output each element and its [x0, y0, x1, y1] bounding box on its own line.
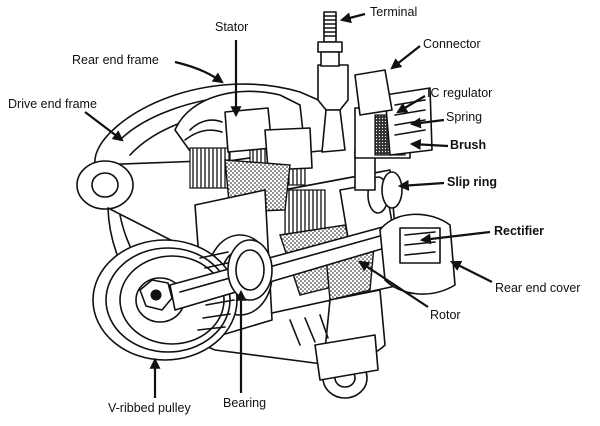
connector-shape [317, 64, 393, 153]
rotor-label: Rotor [430, 308, 461, 322]
cooling-fan-shape [184, 119, 329, 346]
rectifier-arrow [419, 230, 491, 245]
rectifier-shape [399, 227, 441, 264]
slip-ring-label: Slip ring [447, 175, 497, 189]
rear-end-cover-arrow [450, 261, 493, 283]
rotor-arrow [358, 260, 429, 308]
slip-ring-arrow [397, 179, 445, 191]
stator-shape [174, 90, 313, 189]
rear-end-frame-arrow [174, 60, 224, 84]
leader-arrows [84, 12, 493, 398]
terminal-shape [317, 11, 343, 67]
spring-arrow [409, 117, 445, 129]
rear-end-frame-label: Rear end frame [72, 53, 159, 67]
terminal-label: Terminal [370, 5, 418, 19]
terminal-arrow [339, 12, 366, 24]
v-ribbed-pulley-label: V-ribbed pulley [108, 401, 191, 415]
rear-end-cover-label: Rear end cover [495, 281, 581, 295]
bearing-shape [227, 239, 273, 301]
slip-ring-shape [354, 149, 403, 214]
connector-label: Connector [423, 37, 481, 51]
brush-holder-shape [354, 87, 433, 159]
drive-end-frame-label: Drive end frame [8, 97, 97, 111]
brush-arrow [409, 138, 449, 150]
ic-regulator-arrow [396, 95, 426, 114]
rectifier-label: Rectifier [494, 224, 545, 238]
brush-label: Brush [450, 138, 487, 152]
bearing-label: Bearing [223, 396, 267, 410]
stator-label: Stator [215, 20, 249, 34]
connector-arrow [390, 45, 421, 70]
v-ribbed-pulley-shape [92, 239, 238, 361]
drive-end-frame-arrow [84, 111, 124, 142]
ic-regulator-label: IC regulator [427, 86, 493, 100]
spring-label: Spring [446, 110, 483, 124]
